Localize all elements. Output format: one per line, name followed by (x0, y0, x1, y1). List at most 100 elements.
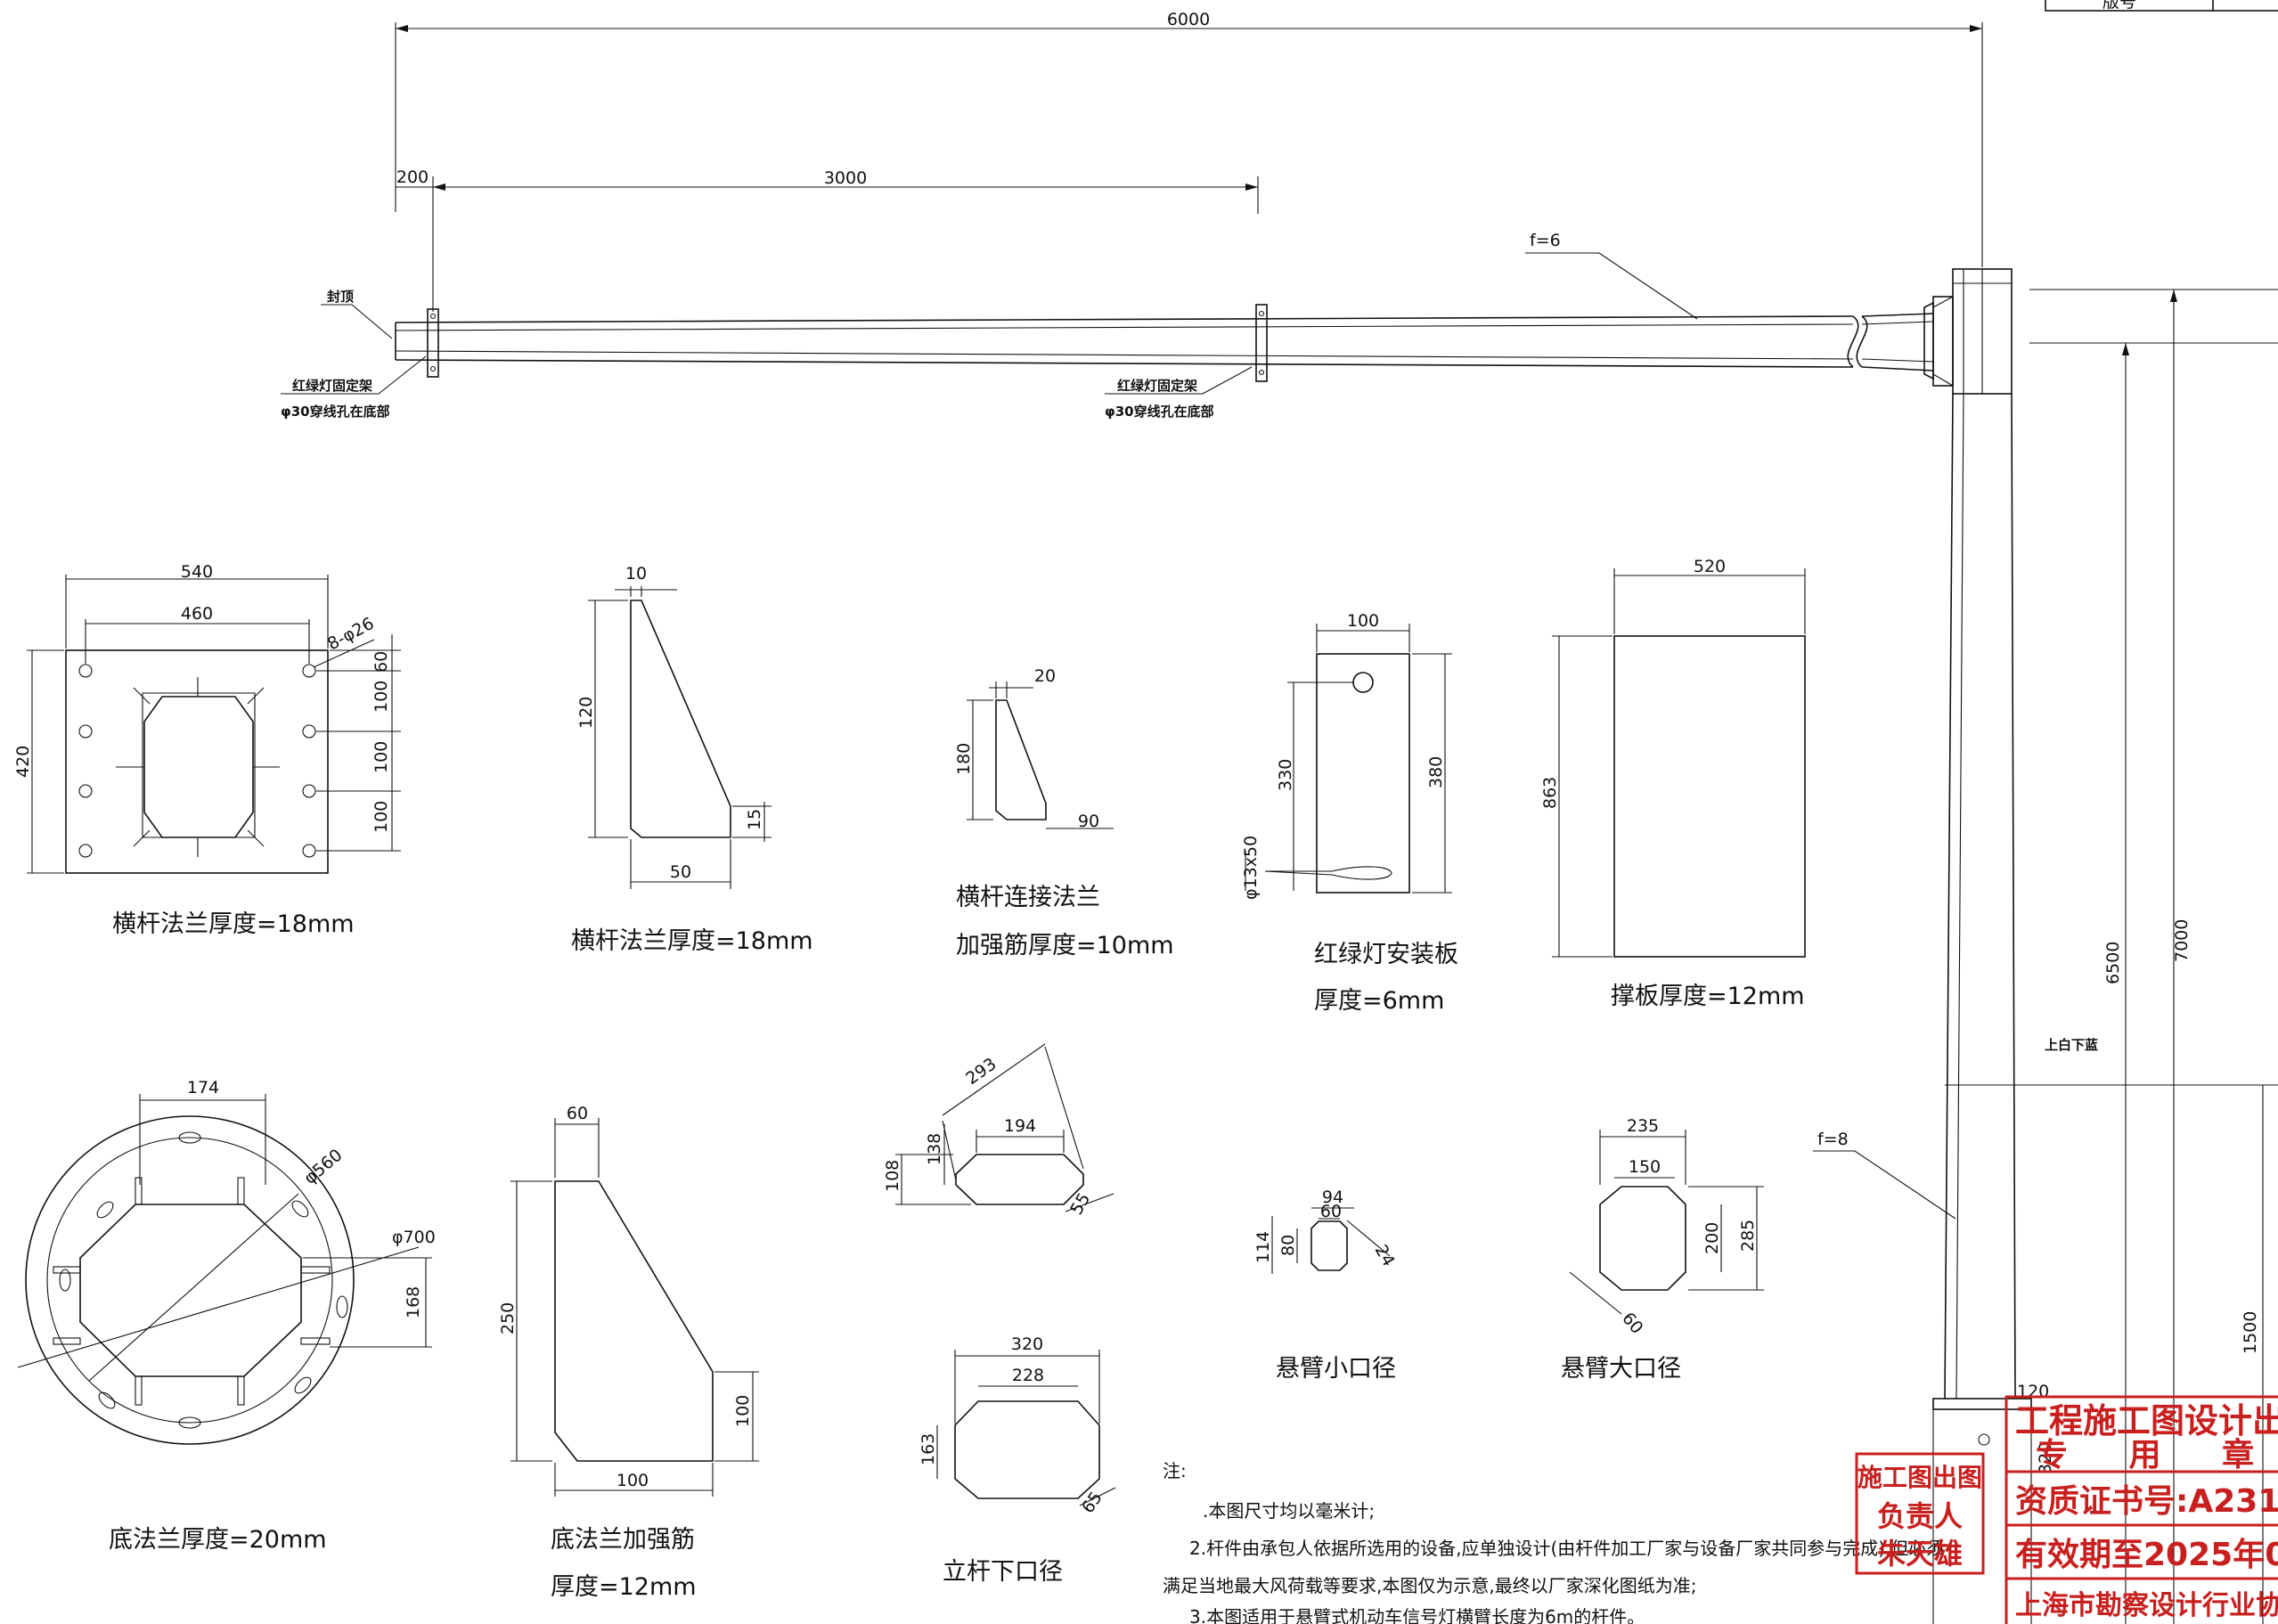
pole-bottom-caption: 立杆下口径 (943, 1558, 1063, 1586)
arm-small-dim-114: 114 (1253, 1231, 1273, 1263)
arm-large-dim-285: 285 (1738, 1220, 1758, 1252)
brace-plate-dim-863: 863 (1540, 777, 1560, 809)
stamp-small-line1: 施工图出图 (1858, 1463, 1982, 1492)
light-plate-dim-100: 100 (1347, 611, 1379, 631)
top-section-dim-293: 293 (962, 1054, 1000, 1089)
base-rib-caption-2: 厚度=12mm (551, 1573, 697, 1601)
arm-large-dim-235: 235 (1627, 1116, 1659, 1136)
conn-rib-dim-180: 180 (954, 743, 974, 775)
light-plate-dim-13x50: φ13x50 (1241, 836, 1261, 900)
arm-flange-dim-100c: 100 (372, 801, 391, 833)
arm-flange-dim-540: 540 (181, 562, 213, 582)
stamp-large-line4: 有效期至2025年07月08 (2015, 1537, 2278, 1573)
title-block-corner-text: 版号 (2102, 0, 2136, 12)
light-plate-dim-380: 380 (1426, 756, 1446, 788)
pole-bottom-dim-65: 65 (1078, 1488, 1106, 1516)
dim-3000: 3000 (824, 168, 867, 188)
notes-line1: .本图尺寸均以毫米计; (1203, 1500, 1375, 1522)
base-rib-caption-1: 底法兰加强筋 (551, 1526, 695, 1554)
light-plate-dim-330: 330 (1276, 759, 1295, 791)
arm-rib-caption: 横杆法兰厚度=18mm (571, 927, 813, 955)
dim-320: 320 (2036, 1442, 2055, 1474)
light-plate-caption-2: 厚度=6mm (1314, 987, 1444, 1015)
dim-120: 120 (2017, 1382, 2049, 1401)
arm-small-dim-60: 60 (1320, 1202, 1342, 1221)
brace-plate-dim-520: 520 (1694, 557, 1726, 576)
stamp-design-seal: 工程施工图设计出 专 用 章 资质证书号:A231008 有效期至2025年07… (2004, 1395, 2278, 1624)
arm-small-dim-80: 80 (1278, 1235, 1298, 1256)
arm-small-dim-94: 94 (1322, 1187, 1343, 1207)
arm-rib-dim-15: 15 (745, 809, 764, 830)
base-rib-dim-250: 250 (498, 1302, 518, 1334)
detail-base-flange: 174 φ560 φ700 168 底法兰厚度=20mm (17, 1078, 436, 1554)
pole-bottom-dim-320: 320 (1011, 1334, 1043, 1354)
arm-flange-dim-60: 60 (372, 651, 391, 673)
stamp-construction-drawing: 施工图出图 负责人 朱天雄 (1855, 1452, 1985, 1575)
arm-small-caption: 悬臂小口径 (1276, 1355, 1396, 1383)
label-bracket-mid-1: 红绿灯固定架 (1117, 378, 1197, 394)
base-flange-dim-174: 174 (187, 1078, 219, 1098)
arm-flange-caption: 横杆法兰厚度=18mm (112, 910, 355, 938)
arm-small-dim-24: 24 (1371, 1242, 1399, 1270)
arm-large-caption: 悬臂大口径 (1561, 1355, 1681, 1383)
detail-base-rib: 60 250 100 100 底法兰加强筋 厚度=12mm (498, 1104, 759, 1601)
arm-rib-dim-50: 50 (670, 862, 691, 882)
arm-rib-dim-120: 120 (576, 697, 596, 729)
label-cap: 封顶 (327, 289, 354, 305)
conn-rib-caption-2: 加强筋厚度=10mm (956, 932, 1174, 959)
dim-7000: 7000 (2172, 919, 2192, 962)
arm-flange-dim-100a: 100 (372, 681, 391, 713)
title-block-corner: 版号 (2045, 0, 2278, 12)
base-rib-dim-60: 60 (567, 1104, 588, 1123)
cantilever-arm-elevation: 6000 200 3000 封顶 (281, 10, 1983, 420)
detail-conn-rib: 20 180 90 横杆连接法兰 加强筋厚度=10mm (954, 666, 1174, 959)
base-rib-dim-100v: 100 (733, 1395, 753, 1427)
label-bracket-left-1: 红绿灯固定架 (292, 378, 372, 394)
dim-1500: 1500 (2241, 1311, 2260, 1354)
base-flange-dim-168: 168 (404, 1286, 423, 1318)
top-section-dim-55: 55 (1066, 1190, 1094, 1219)
dim-6500: 6500 (2103, 942, 2123, 984)
brace-plate-caption: 撑板厚度=12mm (1611, 983, 1805, 1010)
arm-large-dim-200: 200 (1702, 1222, 1722, 1254)
label-f6: f=6 (1530, 231, 1561, 250)
notes-line3: 满足当地最大风荷载等要求,本图仅为示意,最终以厂家深化图纸为准; (1163, 1575, 1696, 1596)
label-top-white-bottom-blue: 上白下蓝 (2045, 1037, 2098, 1053)
detail-arm-large: 235 150 200 285 60 悬臂大口径 (1561, 1116, 1764, 1383)
detail-arm-flange: 540 460 8-φ26 60 100 100 100 420 横杆法兰厚度=… (13, 562, 401, 938)
stamp-small-line3: 朱天雄 (1877, 1537, 1963, 1571)
stamp-large-line1: 工程施工图设计出 (2015, 1401, 2278, 1440)
stamp-large-line3: 资质证书号:A231008 (2015, 1483, 2278, 1520)
detail-light-plate: 100 330 380 φ13x50 红绿灯安装板 厚度=6mm (1241, 611, 1458, 1015)
detail-top-section: 293 194 138 108 55 (883, 1043, 1115, 1219)
pole-bottom-dim-228: 228 (1012, 1366, 1044, 1385)
notes-line2: 2.杆件由承包人依据所选用的设备,应单独设计(由杆件加工厂家与设备厂家共同参与完… (1189, 1538, 1944, 1559)
base-flange-dim-700: φ700 (392, 1228, 436, 1247)
base-flange-dim-560: φ560 (300, 1146, 347, 1188)
detail-arm-small: 94 60 24 114 80 悬臂小口径 (1253, 1187, 1399, 1383)
stamp-large-line2: 专 用 章 (2036, 1436, 2278, 1473)
arm-flange-dim-100b: 100 (372, 741, 391, 773)
label-bracket-left-2: φ30穿线孔在底部 (281, 404, 390, 420)
stamp-large-line5: 上海市勘察设计行业协会统一 (2015, 1590, 2278, 1621)
top-section-dim-108: 108 (883, 1160, 902, 1192)
notes-line4: 3.本图适用于悬臂式机动车信号灯横臂长度为6m的杆件。 (1189, 1606, 1645, 1624)
top-section-dim-194: 194 (1004, 1116, 1036, 1136)
top-section-dim-138: 138 (925, 1133, 944, 1165)
label-f8: f=8 (1817, 1130, 1849, 1149)
arm-flange-dim-460: 460 (181, 604, 213, 624)
arm-flange-holes: 8-φ26 (324, 614, 377, 655)
detail-pole-bottom: 320 228 163 65 立杆下口径 (919, 1334, 1116, 1586)
pole-bottom-dim-163: 163 (919, 1433, 938, 1465)
dim-6000: 6000 (1167, 10, 1210, 29)
dim-200: 200 (396, 167, 429, 187)
arm-large-dim-60: 60 (1618, 1309, 1646, 1338)
light-plate-caption-1: 红绿灯安装板 (1314, 941, 1458, 968)
arm-flange-dim-420: 420 (13, 746, 33, 778)
label-bracket-mid-2: φ30穿线孔在底部 (1105, 404, 1214, 420)
notes-title: 注: (1163, 1460, 1187, 1481)
notes: 注: .本图尺寸均以毫米计; 2.杆件由承包人依据所选用的设备,应单独设计(由杆… (1163, 1460, 1944, 1624)
stamp-small-line2: 负责人 (1877, 1499, 1963, 1533)
conn-rib-caption-1: 横杆连接法兰 (956, 884, 1100, 911)
conn-rib-dim-20: 20 (1034, 666, 1056, 686)
